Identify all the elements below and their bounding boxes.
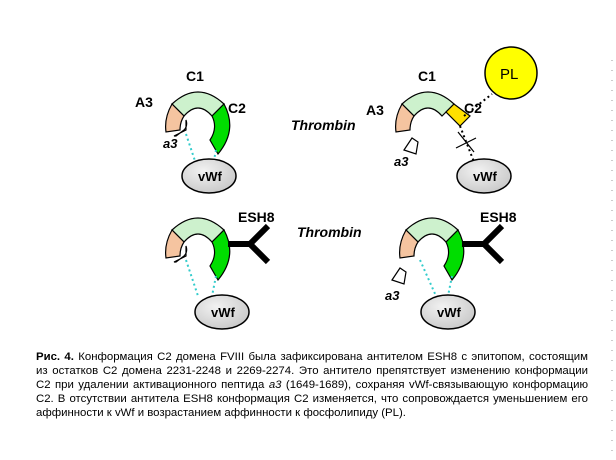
caption-a3-italic: а3 — [268, 379, 282, 391]
a3-peptide — [403, 137, 419, 155]
caption-figure-label: Рис. 4. — [36, 351, 74, 363]
label-vwf: vWf — [198, 169, 223, 184]
label-a3: A3 — [366, 102, 384, 118]
panel-bottom-right: ESH8 a3 vWf — [385, 209, 517, 330]
c2-domain — [209, 103, 231, 156]
caption-text-part-1: Конформация С2 домена FVIII была зафикси… — [36, 351, 588, 391]
binding-link — [211, 275, 217, 297]
figure-caption: Рис. 4. Конформация С2 домена FVIII была… — [36, 350, 588, 420]
a3-domain — [165, 229, 185, 259]
break-cross — [457, 131, 475, 153]
broken-vwf-link — [459, 125, 475, 163]
edge-dotted-mark — [611, 60, 613, 460]
a3-peptide — [173, 119, 188, 137]
esh8-antibody-icon — [462, 223, 505, 265]
binding-link — [185, 259, 199, 297]
label-c2: C2 — [228, 100, 246, 116]
esh8-antibody-icon — [228, 223, 271, 265]
label-a3-peptide: a3 — [163, 136, 178, 151]
label-a3: A3 — [135, 94, 153, 110]
vwf-ellipse — [456, 158, 512, 194]
pl-circle — [484, 46, 538, 100]
label-a3-peptide: a3 — [385, 288, 400, 303]
break-cross — [455, 137, 477, 149]
label-vwf: vWf — [211, 305, 236, 320]
a3-peptide — [173, 245, 188, 263]
vwf-ellipse — [420, 294, 476, 330]
c2-domain — [209, 229, 231, 282]
caption-text-part-2: (1649-1689), сохраняя vWf-связывающую ко… — [36, 379, 588, 419]
c2-domain — [443, 229, 465, 282]
label-thrombin-bottom: Thrombin — [297, 224, 362, 240]
panel-bottom-left: ESH8 vWf — [165, 209, 275, 330]
label-esh8: ESH8 — [238, 209, 275, 225]
a3-domain — [165, 103, 185, 133]
label-c2: C2 — [464, 100, 482, 116]
a3-peptide — [391, 267, 407, 285]
label-a3-peptide: a3 — [394, 154, 409, 169]
binding-link — [447, 275, 453, 297]
pl-link — [463, 93, 493, 117]
label-vwf: vWf — [473, 169, 498, 184]
vwf-ellipse — [181, 158, 237, 194]
binding-link — [419, 259, 437, 297]
label-vwf: vWf — [437, 305, 462, 320]
label-c1: C1 — [418, 68, 436, 84]
a3-domain — [399, 229, 419, 259]
a3-domain — [395, 103, 415, 133]
label-esh8: ESH8 — [480, 209, 517, 225]
panel-top-right: C1 C2 A3 a3 vWf PL — [366, 46, 538, 194]
label-c1: C1 — [186, 68, 204, 84]
panel-top-left: C1 C2 A3 a3 vWf — [135, 68, 246, 194]
vwf-ellipse — [194, 294, 250, 330]
label-thrombin-top: Thrombin — [291, 117, 356, 133]
label-pl: PL — [500, 66, 518, 83]
